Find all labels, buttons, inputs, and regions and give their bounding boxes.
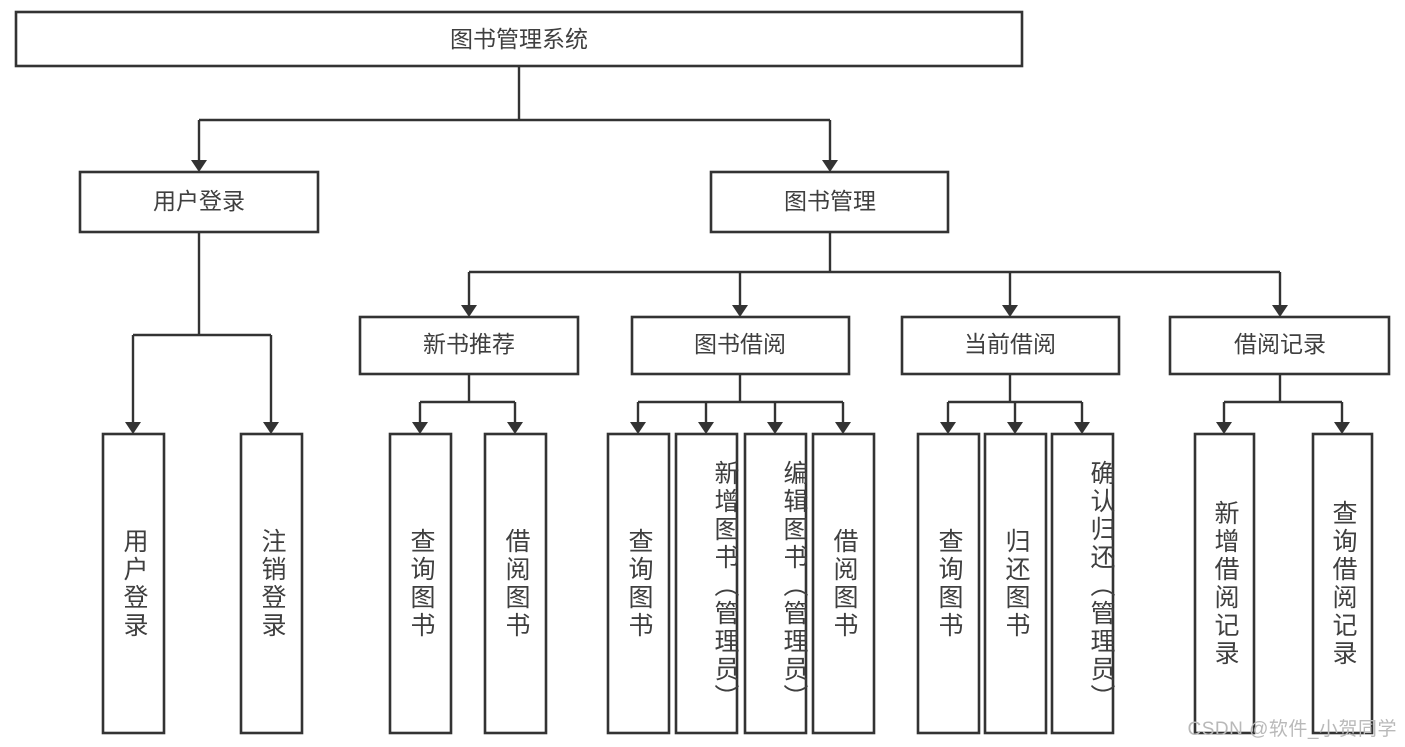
leaf-label-user-login: 用户登录 (120, 527, 148, 640)
leaf-node[interactable]: 查询借阅记录 (1311, 432, 1374, 735)
arrow-head-leaf-logout (263, 422, 279, 434)
node-borrow-record-label: 借阅记录 (1234, 331, 1326, 357)
arrow-head-borrow-leaf3 (767, 422, 783, 434)
arrow-head-borrow-leaf4 (835, 422, 851, 434)
arrow-head-record-leaf2 (1334, 422, 1350, 434)
arrow-head-leaf-user-login (125, 422, 141, 434)
leaf-box-query-book-3[interactable] (916, 432, 981, 735)
leaf-node[interactable]: 新增借阅记录 (1193, 432, 1256, 735)
connector-group-user-login (125, 232, 279, 434)
node-current-borrow-box[interactable] (900, 315, 1121, 376)
arrow-head-newbook-leaf2 (507, 422, 523, 434)
node-book-management[interactable]: 图书管理 (709, 170, 950, 234)
leaf-node[interactable]: 借阅图书 (483, 432, 548, 735)
leaf-box-query-borrow-record[interactable] (1311, 432, 1374, 735)
node-book-borrow[interactable]: 图书借阅 (630, 315, 851, 376)
leaf-label-query-book-1: 查询图书 (407, 527, 435, 640)
connector-group-newbook (412, 374, 523, 434)
leaf-node[interactable]: 新增图书（管理员） (674, 432, 739, 735)
leaf-label-query-book-3: 查询图书 (935, 527, 963, 640)
leaf-label-borrow-book-1: 借阅图书 (502, 527, 530, 640)
leaf-box-borrow-book-2[interactable] (811, 432, 876, 735)
leaf-box-return-book[interactable] (983, 432, 1048, 735)
arrow-head-newbook (461, 305, 477, 317)
node-new-book-recommend[interactable]: 新书推荐 (358, 315, 580, 376)
node-user-login-box[interactable] (78, 170, 320, 234)
leaf-node[interactable]: 借阅图书 (811, 432, 876, 735)
node-book-borrow-box[interactable] (630, 315, 851, 376)
node-root[interactable]: 图书管理系统 (14, 10, 1024, 68)
leaf-node[interactable]: 查询图书 (388, 432, 453, 735)
node-user-login-label: 用户登录 (153, 188, 245, 214)
node-root-box[interactable] (14, 10, 1024, 68)
arrow-head-record (1272, 305, 1288, 317)
node-root-label: 图书管理系统 (450, 26, 588, 52)
connector-group-root (191, 66, 838, 172)
leaf-label-query-borrow-record: 查询借阅记录 (1329, 499, 1357, 668)
arrow-head-current-leaf2 (1007, 422, 1023, 434)
node-current-borrow[interactable]: 当前借阅 (900, 315, 1121, 376)
arrow-head-book-mgmt (822, 160, 838, 172)
leaf-box-add-book-admin[interactable] (674, 432, 739, 735)
leaf-node[interactable]: 注销登录 (239, 432, 304, 735)
leaf-box-edit-book-admin[interactable] (743, 432, 808, 735)
node-borrow-record[interactable]: 借阅记录 (1168, 315, 1391, 376)
leaf-label-query-book-2: 查询图书 (625, 527, 653, 640)
arrow-head-borrow (732, 305, 748, 317)
leaf-label-borrow-book-2: 借阅图书 (830, 527, 858, 640)
leaf-node[interactable]: 用户登录 (101, 432, 166, 735)
node-new-book-recommend-box[interactable] (358, 315, 580, 376)
leaf-label-confirm-return-admin: 确认归还（管理员） (1087, 459, 1115, 712)
node-user-login[interactable]: 用户登录 (78, 170, 320, 234)
leaf-box-logout[interactable] (239, 432, 304, 735)
node-current-borrow-label: 当前借阅 (964, 331, 1056, 357)
leaf-box-query-book-1[interactable] (388, 432, 453, 735)
connector-group-current (940, 374, 1090, 434)
node-borrow-record-box[interactable] (1168, 315, 1391, 376)
arrow-head-newbook-leaf1 (412, 422, 428, 434)
leaf-box-add-borrow-record[interactable] (1193, 432, 1256, 735)
leaf-box-user-login[interactable] (101, 432, 166, 735)
arrow-head-borrow-leaf2 (698, 422, 714, 434)
leaf-node[interactable]: 查询图书 (916, 432, 981, 735)
arrow-head-current (1002, 305, 1018, 317)
arrow-head-borrow-leaf1 (630, 422, 646, 434)
leaf-node[interactable]: 查询图书 (606, 432, 671, 735)
connector-group-book-mgmt (461, 232, 1288, 317)
leaf-label-return-book: 归还图书 (1002, 527, 1030, 640)
connector-group-record (1216, 374, 1350, 434)
leaf-box-query-book-2[interactable] (606, 432, 671, 735)
node-book-management-label: 图书管理 (784, 188, 876, 214)
leaf-box-borrow-book-1[interactable] (483, 432, 548, 735)
connector-group-borrow (630, 374, 851, 434)
leaf-label-edit-book-admin: 编辑图书（管理员） (780, 459, 808, 712)
leaf-box-confirm-return-admin[interactable] (1050, 432, 1115, 735)
leaf-node[interactable]: 编辑图书（管理员） (743, 432, 808, 735)
leaf-label-add-book-admin: 新增图书（管理员） (711, 459, 739, 712)
arrow-head-current-leaf1 (940, 422, 956, 434)
arrow-head-user-login (191, 160, 207, 172)
arrow-head-current-leaf3 (1074, 422, 1090, 434)
arrow-head-record-leaf1 (1216, 422, 1232, 434)
node-book-borrow-label: 图书借阅 (694, 331, 786, 357)
leaf-node[interactable]: 归还图书 (983, 432, 1048, 735)
node-book-management-box[interactable] (709, 170, 950, 234)
leaf-node[interactable]: 确认归还（管理员） (1050, 432, 1115, 735)
leaf-label-add-borrow-record: 新增借阅记录 (1211, 499, 1239, 668)
node-new-book-recommend-label: 新书推荐 (423, 331, 515, 357)
leaf-label-logout: 注销登录 (258, 527, 286, 640)
